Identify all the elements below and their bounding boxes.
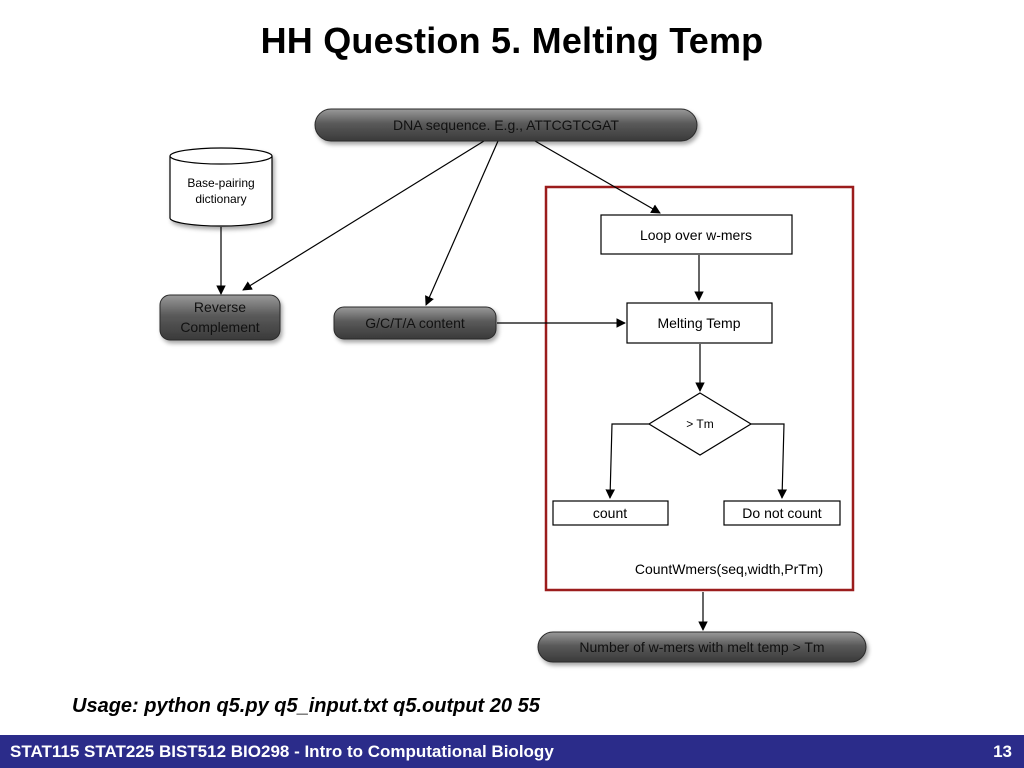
count-label: count [593, 505, 627, 521]
do-not-count-label: Do not count [742, 505, 821, 521]
dna-sequence-node: DNA sequence. E.g., ATTCGTCGAT [314, 108, 698, 142]
reverse-complement-label-line1: Reverse [194, 299, 246, 315]
tm-decision-node: > Tm [647, 392, 753, 456]
do-not-count-node: Do not count [723, 500, 841, 526]
arrow-dna-to-gcta [425, 140, 499, 306]
melting-temp-node: Melting Temp [626, 302, 773, 344]
dna-sequence-label: DNA sequence. E.g., ATTCGTCGAT [393, 117, 619, 133]
tm-decision-label: > Tm [686, 417, 713, 431]
melting-temp-label: Melting Temp [657, 315, 740, 331]
loop-over-wmers-label: Loop over w-mers [640, 227, 752, 243]
arrow-dna-to-reverse [242, 140, 485, 291]
reverse-complement-node: Reverse Complement [159, 294, 281, 341]
output-label: Number of w-mers with melt temp > Tm [579, 639, 824, 655]
count-node: count [552, 500, 669, 526]
gcta-content-node: G/C/T/A content [333, 306, 497, 340]
page-number: 13 [993, 742, 1012, 761]
dictionary-label-line2: dictionary [195, 192, 246, 206]
output-node: Number of w-mers with melt temp > Tm [537, 631, 867, 663]
slide-footer: STAT115 STAT225 BIST512 BIO298 - Intro t… [0, 735, 1024, 768]
course-title: STAT115 STAT225 BIST512 BIO298 - Intro t… [10, 742, 554, 761]
base-pairing-dictionary-node [169, 147, 273, 227]
usage-instruction: Usage: python q5.py q5_input.txt q5.outp… [72, 695, 540, 717]
countwmers-function-label: CountWmers(seq,width,PrTm) [635, 561, 823, 577]
arrow-decision-to-count [605, 423, 649, 499]
dictionary-label-line1: Base-pairing [187, 176, 254, 190]
reverse-complement-label-line2: Complement [180, 319, 259, 335]
slide-title: HH Question 5. Melting Temp [260, 20, 764, 61]
function-frame [544, 185, 855, 592]
arrow-decision-to-do-not-count [751, 423, 788, 499]
gcta-content-label: G/C/T/A content [365, 315, 465, 331]
loop-over-wmers-node: Loop over w-mers [600, 214, 793, 255]
arrow-dna-to-loop [534, 140, 661, 214]
